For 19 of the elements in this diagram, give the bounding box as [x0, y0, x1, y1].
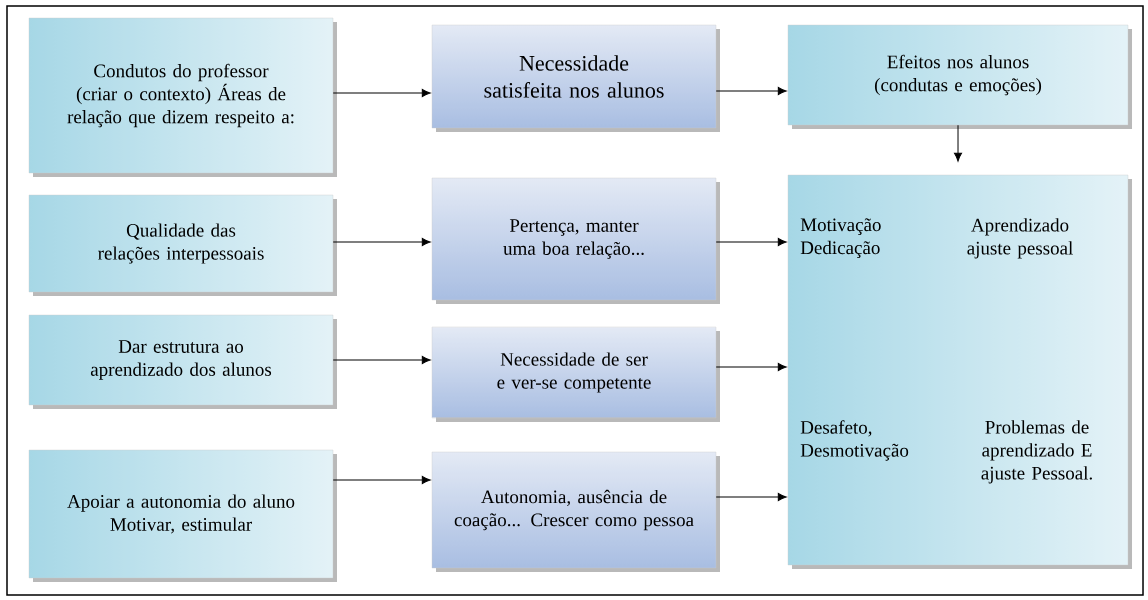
arrow — [332, 237, 431, 247]
text-box: Pertença, manter uma boa relação... — [431, 177, 720, 304]
text-box: Dar estrutura ao aprendizado dos alunos — [28, 314, 337, 409]
arrow — [715, 492, 787, 502]
text-box: Autonomia, ausência de coação... Crescer como pessoa — [431, 451, 720, 572]
arrow — [332, 475, 431, 485]
text-box: Apoiar a autonomia do aluno Motivar, estimular — [28, 449, 337, 582]
text-box: Motivação Dedicação Aprendizado ajuste pessoal Desafeto, Desmotivação Problemas de aprendizado E ajuste Pessoal. — [787, 174, 1132, 569]
arrow — [715, 237, 787, 247]
text-box: Efeitos nos alunos (condutas e emoções) — [787, 24, 1132, 129]
arrow — [332, 355, 431, 365]
text-box: Condutos do professor (criar o contexto) Áreas de relação que dizem respeito a: — [28, 17, 337, 177]
arrow — [332, 88, 431, 98]
arrow — [715, 362, 787, 372]
text-box: Necessidade de ser e ver-se competente — [431, 326, 720, 422]
text-box: Necessidade satisfeita nos alunos — [431, 24, 720, 132]
arrow — [953, 124, 963, 162]
text-box: Qualidade das relações interpessoais — [28, 194, 337, 296]
arrow — [715, 86, 787, 96]
